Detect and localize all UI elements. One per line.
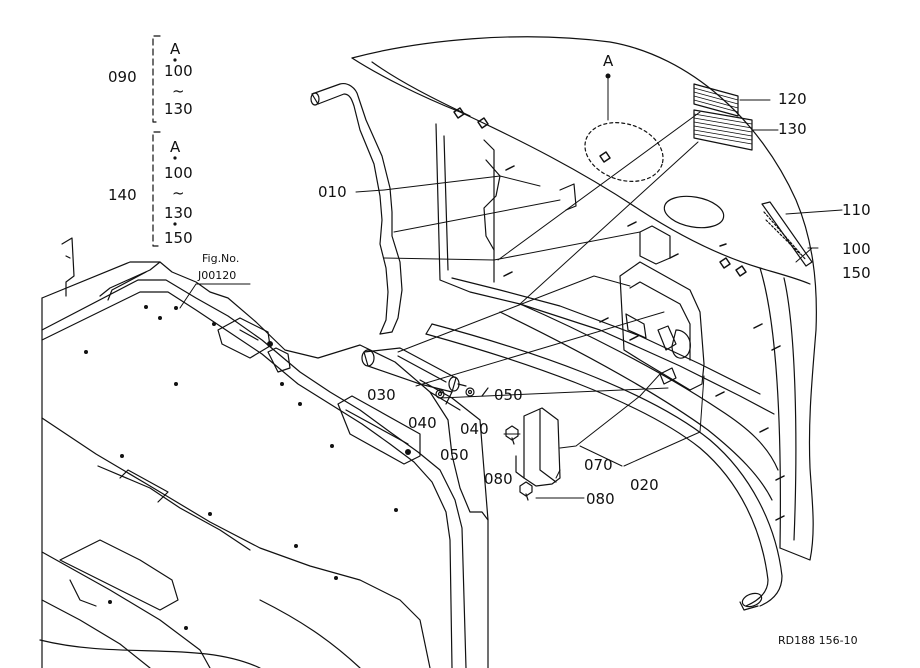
- callout-120: 120: [778, 90, 807, 108]
- leader-arrow-dot: [605, 73, 611, 79]
- legend-140-range-from: 100: [164, 164, 193, 182]
- hood-panel: [351, 36, 817, 561]
- legend-140-number: 140: [108, 186, 137, 204]
- legend-140-range-extra: 150: [164, 229, 193, 247]
- callout-080-right: 080: [586, 490, 615, 508]
- callout-130: 130: [778, 120, 807, 138]
- part-110-emblem: [761, 201, 813, 267]
- part-120-decal: [693, 83, 739, 117]
- callout-100: 100: [842, 240, 871, 258]
- figure-reference: Fig.No. J00120: [197, 252, 239, 282]
- callout-020: 020: [630, 476, 659, 494]
- legend-bracket-090: [152, 35, 161, 123]
- callout-010: 010: [318, 183, 347, 201]
- callout-050-right: 050: [494, 386, 523, 404]
- part-080-bolts: [505, 425, 533, 501]
- part-010-bar: [310, 83, 403, 335]
- part-020-trim-strip: [425, 323, 783, 611]
- callout-040-left: 040: [408, 414, 437, 432]
- frame-assembly: [39, 237, 489, 668]
- part-130-decal: [693, 109, 753, 151]
- callout-150: 150: [842, 264, 871, 282]
- legend-090: 090 A 100 ~ 130: [108, 40, 193, 118]
- legend-140-range-start: A: [170, 138, 181, 156]
- legend-090-range-to: 130: [164, 100, 193, 118]
- legend-140: 140 A 100 ~ 130 150: [108, 138, 193, 247]
- legend-140-range-to: 130: [164, 204, 193, 222]
- callout-050-bottom: 050: [440, 446, 469, 464]
- callout-110: 110: [842, 201, 871, 219]
- legend-090-range-tilde: ~: [172, 82, 185, 100]
- callout-070: 070: [584, 456, 613, 474]
- figure-ref-number: J00120: [197, 269, 236, 282]
- legend-090-number: 090: [108, 68, 137, 86]
- drawing-code: RD188 156-10: [778, 634, 858, 647]
- legend-090-range-from: 100: [164, 62, 193, 80]
- callout-080-left: 080: [484, 470, 513, 488]
- frame-holes: [84, 305, 411, 630]
- legend-140-dot-2: [173, 222, 177, 226]
- legend-140-dot-1: [173, 156, 177, 160]
- hood-fasteners: [453, 107, 785, 521]
- legend-090-dot: [173, 58, 177, 62]
- callout-040-right: 040: [460, 420, 489, 438]
- legend-140-range-tilde: ~: [172, 184, 185, 202]
- callout-030: 030: [367, 386, 396, 404]
- figure-ref-label: Fig.No.: [202, 252, 239, 265]
- legend-bracket-140: [152, 131, 161, 247]
- leader-lines: [179, 73, 843, 499]
- part-070-bracket: [515, 407, 561, 487]
- legend-090-range-start: A: [170, 40, 181, 58]
- callout-view-a: A: [603, 52, 614, 70]
